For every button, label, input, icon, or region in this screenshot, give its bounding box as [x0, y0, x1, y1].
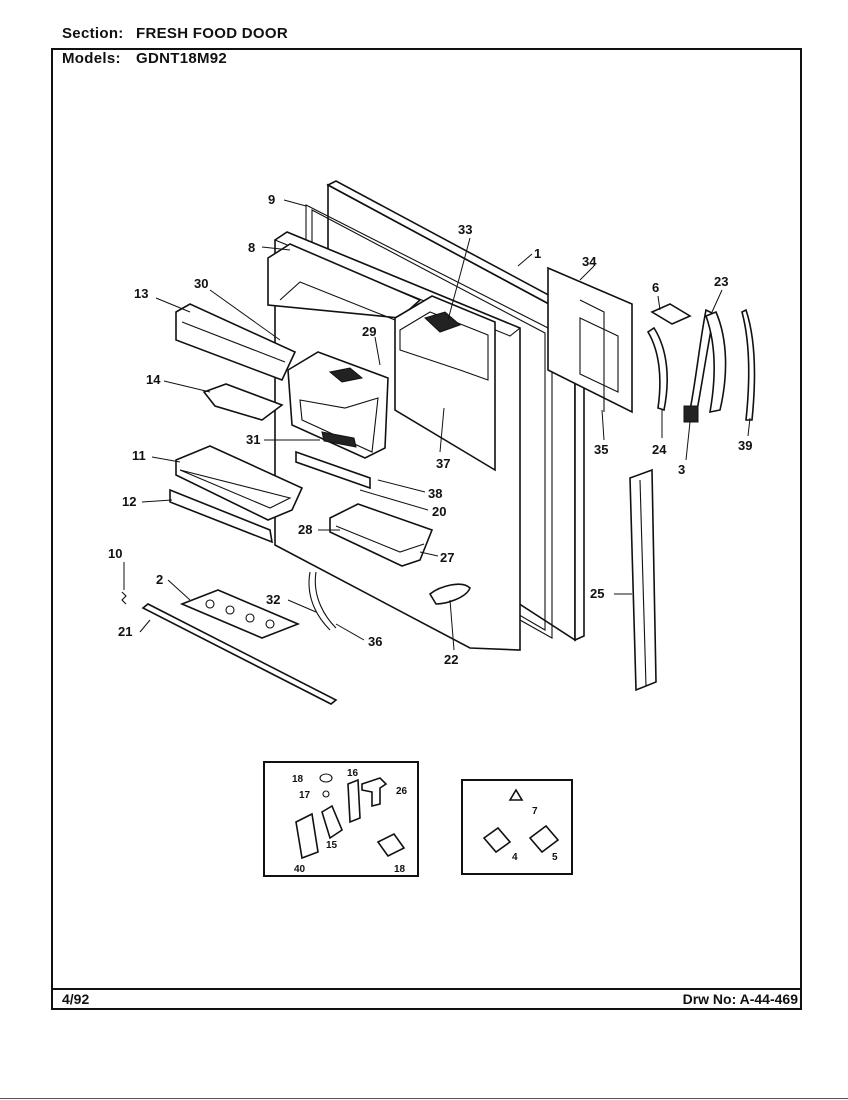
inset-hinge-parts: 18 16 17 26 15 40 18: [263, 761, 419, 877]
part-rear-panel: [547, 266, 633, 414]
inset-callout-40: 40: [294, 864, 306, 875]
callout-28: 28: [298, 522, 312, 537]
callout-21: 21: [118, 624, 132, 639]
callout-3: 3: [678, 462, 685, 477]
callout-labels: 9 8 1 33 34 13 30 29 14 31 11 12 37 38 2…: [108, 192, 752, 667]
callout-30: 30: [194, 276, 208, 291]
part-trim-strip: [295, 450, 371, 490]
callout-35: 35: [594, 442, 608, 457]
callout-8: 8: [248, 240, 255, 255]
inset-callout-7: 7: [532, 806, 538, 817]
callout-13: 13: [134, 286, 148, 301]
callout-39: 39: [738, 438, 752, 453]
part-door-bin: [169, 445, 304, 544]
callout-38: 38: [428, 486, 442, 501]
callout-32: 32: [266, 592, 280, 607]
inset-callout-26: 26: [396, 786, 408, 797]
part-handle: [683, 308, 727, 423]
callout-6: 6: [652, 280, 659, 295]
callout-1: 1: [534, 246, 541, 261]
models-label: Models:: [62, 50, 121, 67]
inset-callout-17: 17: [299, 790, 311, 801]
part-tube: [428, 583, 471, 605]
callout-33: 33: [458, 222, 472, 237]
part-upper-bin: [175, 303, 297, 382]
callout-14: 14: [146, 372, 161, 387]
callout-27: 27: [440, 550, 454, 565]
inset-callout-15: 15: [326, 840, 338, 851]
part-gasket-strip: [579, 299, 605, 412]
inset-callout-4: 4: [512, 852, 518, 863]
callout-37: 37: [436, 456, 450, 471]
part-egg-tray: [179, 589, 301, 639]
part-hinge-cover: [646, 303, 692, 412]
footer-divider: [51, 988, 802, 990]
callout-12: 12: [122, 494, 136, 509]
callout-23: 23: [714, 274, 728, 289]
page-bottom-line: [0, 1098, 848, 1099]
part-dispenser-housing: [287, 351, 389, 459]
callout-34: 34: [582, 254, 597, 269]
section-header: Section: FRESH FOOD DOOR: [62, 25, 288, 42]
callout-31: 31: [246, 432, 260, 447]
inset-callout-5: 5: [552, 852, 558, 863]
callout-9: 9: [268, 192, 275, 207]
revision-date: 4/92: [62, 991, 90, 1007]
callout-24: 24: [652, 442, 667, 457]
drawing-number: Drw No: A-44-469: [682, 991, 798, 1007]
diagram-frame: [51, 48, 802, 1010]
models-header: Models: GDNT18M92: [62, 50, 227, 67]
part-screw: [121, 591, 127, 605]
section-value: FRESH FOOD DOOR: [136, 25, 289, 42]
callout-11: 11: [132, 448, 146, 463]
callout-20: 20: [432, 504, 446, 519]
part-bottom-trim-bar: [141, 603, 338, 705]
inset-callout-18-bottom: 18: [394, 864, 406, 875]
section-label: Section:: [62, 25, 124, 42]
leader-lines: [123, 199, 751, 651]
callout-36: 36: [368, 634, 382, 649]
callout-2: 2: [156, 572, 163, 587]
callout-22: 22: [444, 652, 458, 667]
callout-25: 25: [590, 586, 604, 601]
callout-29: 29: [362, 324, 376, 339]
inset-bracket-parts: 7 4 5: [461, 779, 573, 875]
callout-10: 10: [108, 546, 122, 561]
part-wire-harness: [308, 571, 337, 631]
models-value: GDNT18M92: [136, 50, 228, 67]
part-side-trim: [629, 468, 657, 692]
part-dispenser-liner: [394, 295, 496, 472]
part-lower-bin: [329, 503, 434, 567]
part-shelf: [202, 383, 284, 421]
part-handle-insert: [741, 308, 756, 421]
inset-callout-16: 16: [347, 768, 359, 779]
inset-callout-18-top: 18: [292, 774, 304, 785]
